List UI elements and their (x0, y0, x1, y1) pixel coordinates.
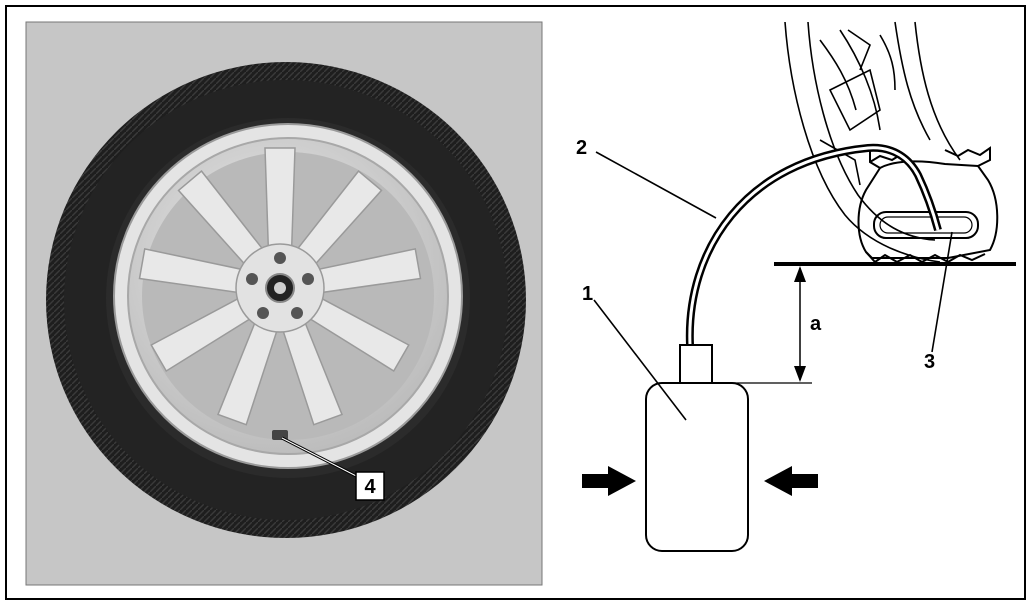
wheel-photo-panel: 4 (25, 21, 543, 586)
callout-4: 4 (364, 476, 376, 498)
callout-1: 1 (582, 283, 593, 305)
leader-line-2 (595, 151, 717, 219)
wheel (46, 62, 526, 538)
bottle (645, 382, 749, 552)
squeeze-arrow-left (582, 466, 636, 496)
callout-box-4 (355, 471, 385, 501)
bottle-nozzle (679, 344, 713, 384)
tyre-outlet (873, 211, 979, 239)
leader-line-1 (593, 299, 687, 421)
callout-a: a (810, 313, 822, 335)
sealant-diagram (582, 21, 1016, 552)
callout-3: 3 (924, 351, 935, 373)
squeeze-arrow-right (764, 466, 818, 496)
callout-2: 2 (576, 137, 587, 159)
wheel-sketch (784, 21, 961, 263)
leader-line-3 (931, 231, 953, 353)
rim-spokes (138, 147, 422, 426)
